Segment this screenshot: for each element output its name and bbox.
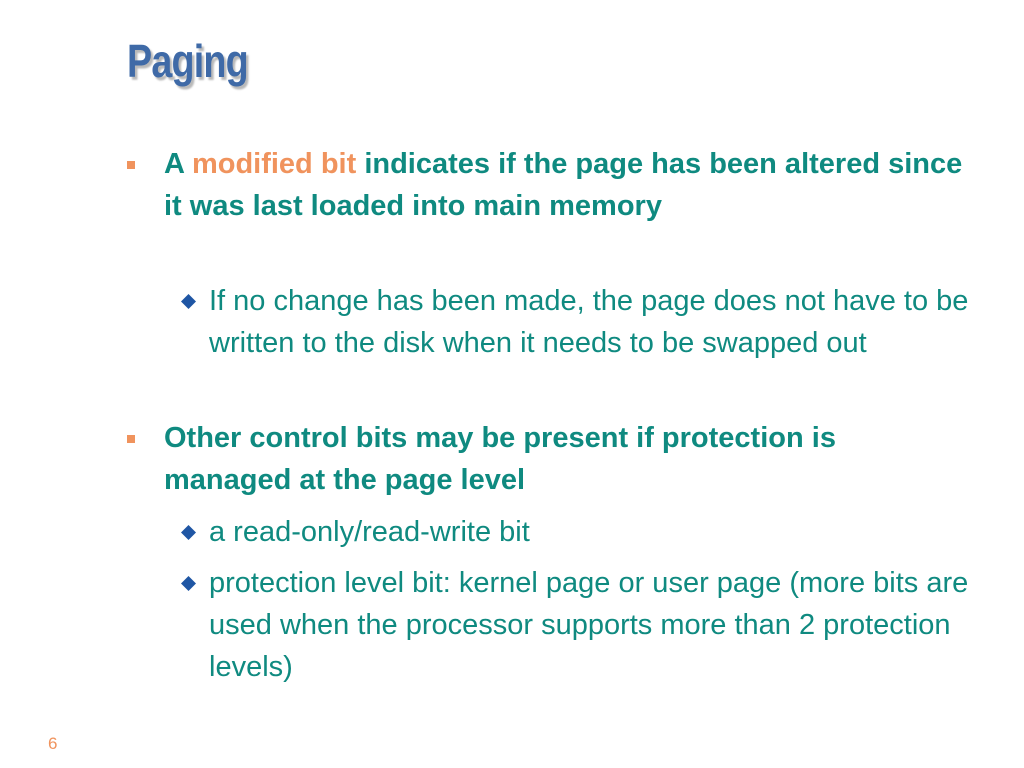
diamond-bullet-icon [181,294,196,309]
sub-bullet-protection-level: protection level bit: kernel page or use… [181,562,999,688]
sub-bullet-text: a read-only/read-write bit [209,516,530,548]
square-bullet-icon [127,161,135,169]
bullet-text-prefix: A [164,148,192,180]
bullet-text-rest: indicates if the page has been altered s… [164,148,963,222]
highlight-term: modified bit [191,148,357,180]
page-number: 6 [48,734,58,753]
sub-bullet-read-only: a read-only/read-write bit [181,511,999,553]
bullet-text: Other control bits may be present if pro… [164,422,836,496]
slide-title: Paging [127,35,249,87]
square-bullet-icon [127,435,135,443]
sub-bullet-text: protection level bit: kernel page or use… [209,567,969,683]
sub-bullet-no-change: If no change has been made, the page doe… [181,280,999,364]
bullet-modified-bit: A modified bit indicates if the page has… [127,143,964,227]
bullet-other-control-bits: Other control bits may be present if pro… [127,417,964,501]
sub-bullet-text: If no change has been made, the page doe… [209,285,969,359]
diamond-bullet-icon [181,525,196,540]
diamond-bullet-icon [181,576,196,591]
